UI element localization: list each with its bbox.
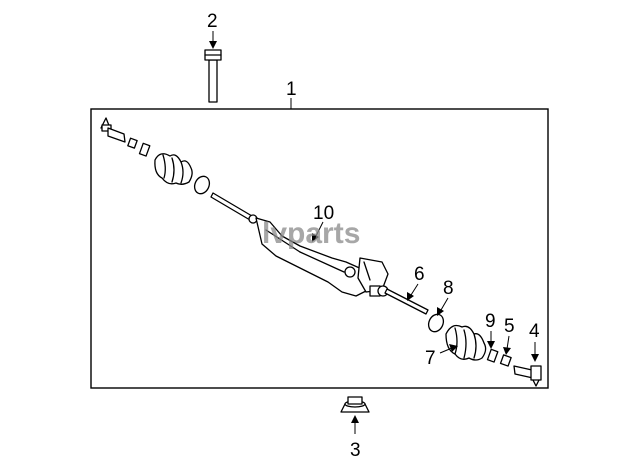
callout-9-arrow xyxy=(487,341,495,349)
callout-9-label: 9 xyxy=(485,311,496,332)
part-8-boot-band xyxy=(427,313,445,333)
assembly-frame xyxy=(90,108,549,389)
part-6-inner-tie-rod xyxy=(377,285,429,315)
callout-1-label: 1 xyxy=(286,79,297,100)
callout-4-label: 4 xyxy=(529,321,540,342)
callout-10-arrow xyxy=(312,233,319,242)
callout-8-leader xyxy=(440,297,449,311)
callout-6-label: 6 xyxy=(414,264,425,285)
callout-2-label: 2 xyxy=(207,11,218,32)
left-jam-nut xyxy=(127,137,138,149)
left-inner-tie-rod xyxy=(210,192,258,224)
left-boot-band xyxy=(193,175,211,195)
left-tie-rod-end xyxy=(100,117,126,143)
part-7-rack-boot xyxy=(445,324,487,361)
callout-3-arrow xyxy=(351,415,359,423)
callout-7-leader xyxy=(439,347,453,354)
callout-5-arrow xyxy=(503,347,511,355)
callout-8-label: 8 xyxy=(443,278,454,299)
callout-8-arrow xyxy=(437,307,444,316)
callout-2-arrow xyxy=(209,41,217,49)
left-boot-clamp xyxy=(138,142,151,157)
watermark-text: lvparts xyxy=(262,217,360,250)
callout-7-label: 7 xyxy=(425,348,436,369)
part-9-boot-clamp xyxy=(486,348,499,363)
callout-5-label: 5 xyxy=(504,316,515,337)
callout-3-label: 3 xyxy=(350,440,361,461)
callout-5-leader xyxy=(506,335,510,350)
callout-6-leader xyxy=(410,283,419,296)
part-4-tie-rod-end xyxy=(513,365,542,387)
rack-housing xyxy=(255,217,389,297)
callout-4-arrow xyxy=(531,354,539,362)
callout-10-label: 10 xyxy=(313,203,334,224)
callout-10-leader xyxy=(315,221,324,237)
part-5-jam-nut xyxy=(499,354,512,367)
callout-6-arrow xyxy=(407,292,414,301)
left-rack-boot xyxy=(154,153,193,185)
callout-7-arrow xyxy=(449,344,458,352)
part-3-mount-bushing xyxy=(340,396,370,413)
part-2-mounting-bolt xyxy=(204,49,222,103)
